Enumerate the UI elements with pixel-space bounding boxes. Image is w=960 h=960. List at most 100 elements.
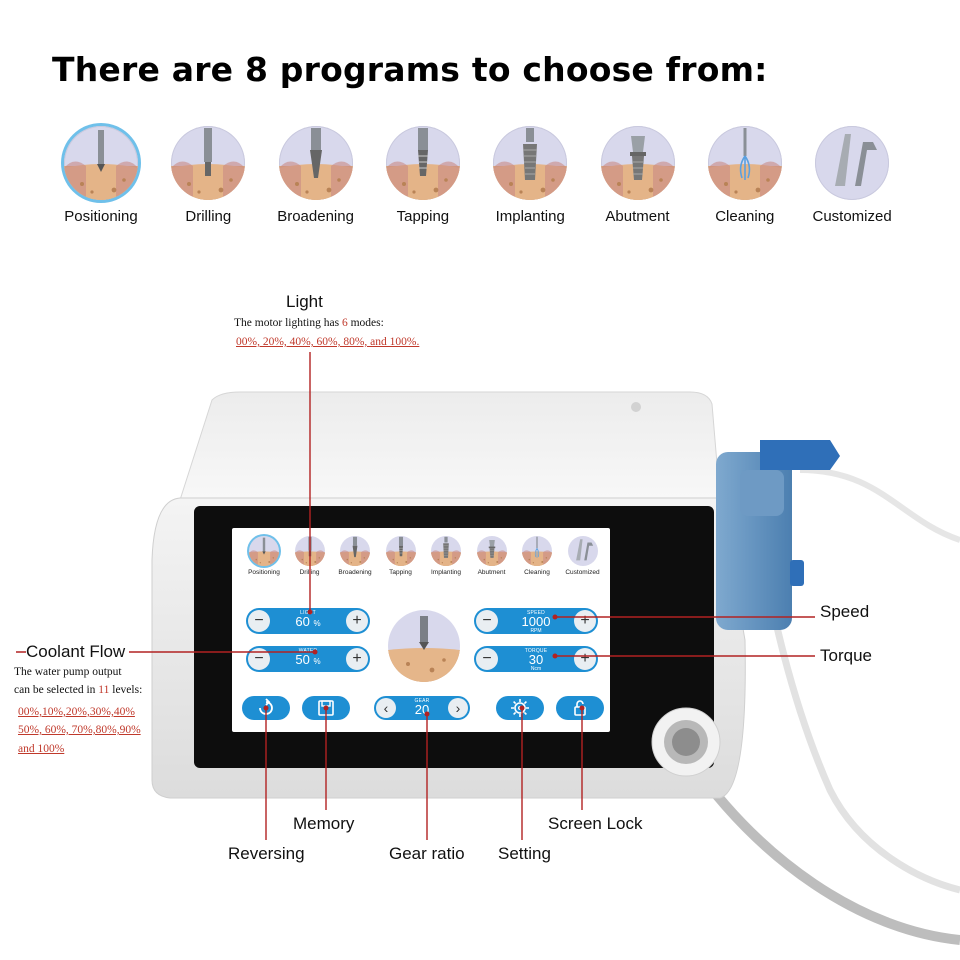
light-desc-num: 6 [341,317,348,329]
torque-value: 30 [528,652,544,667]
gear-next-button[interactable]: › [448,698,468,718]
reverse-icon [259,698,273,715]
tapping-icon [385,128,460,200]
light-modes: 00%, 20%, 40%, 60%, 80%, and 100%. [236,336,420,348]
light-minus-button[interactable]: − [248,610,270,632]
screen-program-label: Positioning [248,569,280,576]
coolant-line1: The water pump output [14,666,122,678]
water-unit: % [313,657,321,666]
abutment-icon [476,540,507,566]
speed-callout: Speed [820,602,870,621]
gear-ratio-control: ‹ GEAR 20 › [374,696,470,720]
speed-minus-button[interactable]: − [476,610,498,632]
screen-program-item[interactable]: Positioning [242,536,286,576]
light-description: The motor lighting has 6 modes: [234,317,384,329]
program-item: Positioning [48,126,154,225]
coolant-callout: Coolant Flow [26,642,130,662]
program-label: Cleaning [715,208,775,225]
screen-program-label: Implanting [431,569,461,576]
current-program-icon [388,610,460,682]
gear-ratio-callout: Gear ratio [389,844,465,863]
coolant-line2-post: levels: [109,684,143,696]
water-readout: WATER 50 % [246,646,370,668]
light-value: 60 [295,614,310,629]
torque-minus-button[interactable]: − [476,648,498,670]
speed-readout: SPEED 1000 RPM [474,608,598,634]
coolant-levels-1: 00%,10%,20%,30%,40% [18,706,135,718]
screen-program-label: Tapping [389,569,412,576]
torque-key: TORQUE [524,648,548,654]
gear-key: GEAR [414,698,430,704]
screen-program-icon [476,536,507,566]
program-item: Tapping [370,126,476,225]
light-unit: % [313,619,321,628]
program-item: Abutment [585,126,691,225]
coolant-levels-2: 50%, 60%, 70%,80%,90% [18,724,141,736]
screen-program-item[interactable]: Abutment [470,536,514,576]
light-control: − LIGHT 60 % + [246,608,370,634]
screen-program-item[interactable]: Customized [561,536,605,576]
screen-program-icon [567,536,598,566]
coolant-line2-pre: can be selected in [14,684,99,696]
program-label: Customized [812,208,892,225]
broadening-icon [340,536,370,566]
customized-icon [835,134,878,186]
program-icon [493,126,568,200]
program-icon [385,126,460,200]
program-item: Cleaning [692,126,798,225]
torque-plus-button[interactable]: + [574,648,596,670]
torque-unit: Ncm [530,666,542,672]
speed-control: − SPEED 1000 RPM + [474,608,598,634]
speed-plus-button[interactable]: + [574,610,596,632]
screen-program-label: Abutment [477,569,506,576]
screen-program-label: Cleaning [524,569,550,576]
program-item: Implanting [477,126,583,225]
program-label: Tapping [396,208,450,225]
screen-program-label: Customized [565,569,600,576]
reversing-callout: Reversing [228,844,305,863]
torque-readout: TORQUE 30 Ncm [474,646,598,672]
light-desc-pre: The motor lighting has [234,317,342,329]
water-minus-button[interactable]: − [248,648,270,670]
screen-lock-callout: Screen Lock [548,814,643,833]
screen-program-label: Broadening [338,569,372,576]
speed-key: SPEED [527,610,545,616]
screen-program-icon [431,536,461,566]
screen-program-item[interactable]: Broadening [333,536,377,576]
screen-program-item[interactable]: Tapping [379,536,423,576]
coolant-levels-3: and 100% [18,743,65,755]
positioning-icon [388,616,460,682]
water-control: − WATER 50 % + [246,646,370,672]
screen-program-item[interactable]: Implanting [424,536,468,576]
torque-callout: Torque [820,646,872,665]
program-item: Broadening [263,126,369,225]
speed-value: 1000 [521,614,551,629]
touchscreen: Positioning Drilling Broadening Tapping … [232,528,610,732]
speed-unit: RPM [530,628,542,634]
screen-program-item[interactable]: Cleaning [515,536,559,576]
coolant-line2: can be selected in 11 levels: [14,684,142,696]
gear-prev-button[interactable]: ‹ [376,698,396,718]
program-item: Customized [799,126,905,225]
program-item: Drilling [155,126,261,225]
light-desc-post: modes: [347,317,384,329]
water-plus-button[interactable]: + [346,648,368,670]
coolant-line2-num: 11 [98,684,110,696]
screen-program-icon [340,536,370,566]
light-plus-button[interactable]: + [346,610,368,632]
program-label: Implanting [495,208,565,225]
customized-icon [575,539,593,561]
program-label: Drilling [185,208,232,225]
water-key: WATER [298,648,318,654]
screen-program-icon [385,536,416,566]
headline: There are 8 programs to choose from: [52,50,768,89]
water-value: 50 [295,652,310,667]
program-icon [815,126,890,200]
program-label: Positioning [64,208,138,225]
light-callout: Light [286,292,323,311]
memory-callout: Memory [293,814,355,833]
program-label: Broadening [277,208,354,225]
torque-control: − TORQUE 30 Ncm + [474,646,598,672]
tapping-icon [385,536,416,566]
